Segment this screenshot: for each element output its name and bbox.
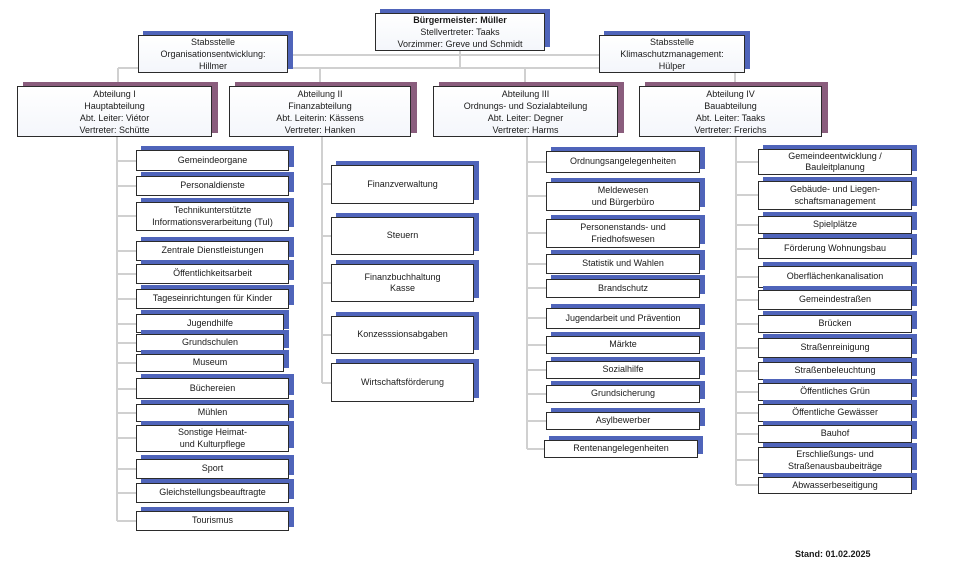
unit-box: Spielplätze <box>758 216 912 234</box>
unit-box: Straßenbeleuchtung <box>758 362 912 380</box>
unit-box: Personenstands- und Friedhofswesen <box>546 219 700 248</box>
unit-box: Öffentliche Gewässer <box>758 404 912 422</box>
mayor-office: Vorzimmer: Greve und Schmidt <box>397 39 523 49</box>
unit-box: Zentrale Dienstleistungen <box>136 241 289 261</box>
department-1-box: Abteilung I Hauptabteilung Abt. Leiter: … <box>17 86 212 137</box>
department-4-box: Abteilung IV Bauabteilung Abt. Leiter: T… <box>639 86 822 137</box>
unit-box: Grundsicherung <box>546 385 700 403</box>
unit-box: Finanzbuchhaltung Kasse <box>331 264 474 302</box>
unit-box: Märkte <box>546 336 700 354</box>
unit-box: Mühlen <box>136 404 289 422</box>
status-date: Stand: 01.02.2025 <box>795 549 871 559</box>
unit-box: Technikunterstützte Informationsverarbei… <box>136 202 289 231</box>
mayor-box: Bürgermeister: Müller Stellvertreter: Ta… <box>375 13 545 51</box>
unit-box: Öffentliches Grün <box>758 383 912 401</box>
unit-box: Förderung Wohnungsbau <box>758 238 912 259</box>
unit-box: Sozialhilfe <box>546 361 700 379</box>
unit-box: Jugendhilfe <box>136 314 284 333</box>
unit-box: Meldewesen und Bürgerbüro <box>546 182 700 211</box>
unit-box: Gleichstellungsbeauftragte <box>136 483 289 503</box>
unit-box: Bauhof <box>758 425 912 443</box>
unit-box: Jugendarbeit und Prävention <box>546 308 700 329</box>
unit-box: Ordnungsangelegenheiten <box>546 151 700 173</box>
unit-box: Gemeindeorgane <box>136 150 289 171</box>
unit-box: Brandschutz <box>546 279 700 298</box>
unit-box: Steuern <box>331 217 474 255</box>
unit-box: Abwasserbeseitigung <box>758 477 912 494</box>
mayor-title: Bürgermeister: Müller <box>413 15 507 25</box>
unit-box: Konzesssionsabgaben <box>331 316 474 354</box>
department-2-box: Abteilung II Finanzabteilung Abt. Leiter… <box>229 86 411 137</box>
unit-box: Sonstige Heimat- und Kulturpflege <box>136 425 289 452</box>
unit-box: Büchereien <box>136 378 289 399</box>
unit-box: Tageseinrichtungen für Kinder <box>136 289 289 309</box>
unit-box: Gebäude- und Liegen- schaftsmanagement <box>758 181 912 210</box>
staff-position-right: Stabsstelle Klimaschutzmanagement: Hülpe… <box>599 35 745 73</box>
unit-box: Brücken <box>758 315 912 333</box>
unit-box: Oberflächenkanalisation <box>758 266 912 288</box>
unit-box: Gemeindeentwicklung / Bauleitplanung <box>758 149 912 175</box>
unit-box: Erschließungs- und Straßenausbaubeiträge <box>758 447 912 474</box>
unit-box: Statistik und Wahlen <box>546 254 700 274</box>
unit-box: Finanzverwaltung <box>331 165 474 204</box>
unit-box: Rentenangelegenheiten <box>544 440 698 458</box>
department-3-box: Abteilung III Ordnungs- und Sozialabteil… <box>433 86 618 137</box>
unit-box: Straßenreinigung <box>758 338 912 358</box>
mayor-deputy: Stellvertreter: Taaks <box>420 27 500 37</box>
unit-box: Gemeindestraßen <box>758 290 912 310</box>
unit-box: Wirtschaftsförderung <box>331 363 474 402</box>
unit-box: Sport <box>136 459 289 479</box>
unit-box: Grundschulen <box>136 334 284 352</box>
unit-box: Museum <box>136 354 284 372</box>
unit-box: Öffentlichkeitsarbeit <box>136 264 289 284</box>
unit-box: Personaldienste <box>136 176 289 196</box>
unit-box: Asylbewerber <box>546 412 700 430</box>
unit-box: Tourismus <box>136 511 289 531</box>
staff-position-left: Stabsstelle Organisationsentwicklung: Hi… <box>138 35 288 73</box>
